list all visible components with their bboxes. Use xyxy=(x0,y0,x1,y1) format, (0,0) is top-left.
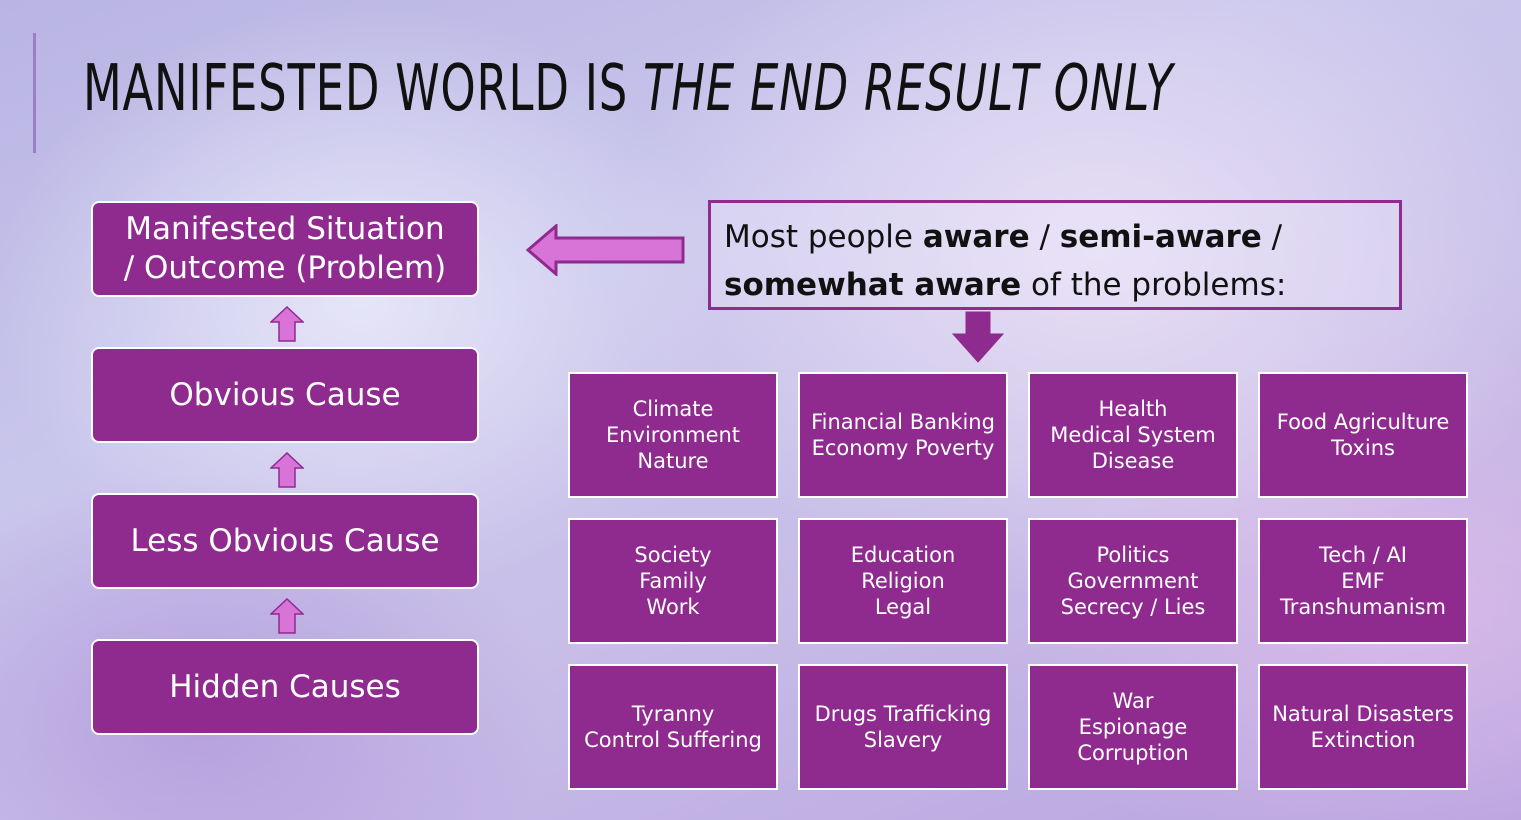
aware-bold-2: semi-aware xyxy=(1060,219,1262,255)
title-accent-line xyxy=(33,33,36,153)
aware-text-3: / xyxy=(1262,219,1282,255)
aware-bold-3: somewhat aware xyxy=(724,267,1021,303)
down-arrow-icon xyxy=(951,310,1005,364)
title-italic: THE END RESULT ONLY xyxy=(643,52,1173,126)
obvious-cause-label: Obvious Cause xyxy=(169,376,400,415)
title-main: MANIFESTED WORLD IS xyxy=(83,52,643,126)
awareness-box: Most people aware / semi-aware / somewha… xyxy=(708,200,1402,310)
up-arrow-icon xyxy=(270,306,304,342)
hidden-causes-box: Hidden Causes xyxy=(91,639,479,735)
up-arrow-icon xyxy=(270,598,304,634)
obvious-cause-box: Obvious Cause xyxy=(91,347,479,443)
aware-bold-1: aware xyxy=(923,219,1030,255)
slide-title: MANIFESTED WORLD IS THE END RESULT ONLY xyxy=(83,52,1191,126)
manifested-line-1: Manifested Situation xyxy=(124,210,447,249)
left-arrow-icon xyxy=(526,224,686,276)
manifested-outcome-box: Manifested Situation / Outcome (Problem) xyxy=(91,201,479,297)
hidden-causes-label: Hidden Causes xyxy=(169,668,401,707)
less-obvious-cause-box: Less Obvious Cause xyxy=(91,493,479,589)
less-obvious-cause-label: Less Obvious Cause xyxy=(130,522,439,561)
aware-text-2: / xyxy=(1030,219,1060,255)
up-arrow-icon xyxy=(270,452,304,488)
manifested-line-2: / Outcome (Problem) xyxy=(124,249,447,288)
aware-text-1: Most people xyxy=(724,219,923,255)
aware-text-4: of the problems: xyxy=(1021,267,1286,303)
